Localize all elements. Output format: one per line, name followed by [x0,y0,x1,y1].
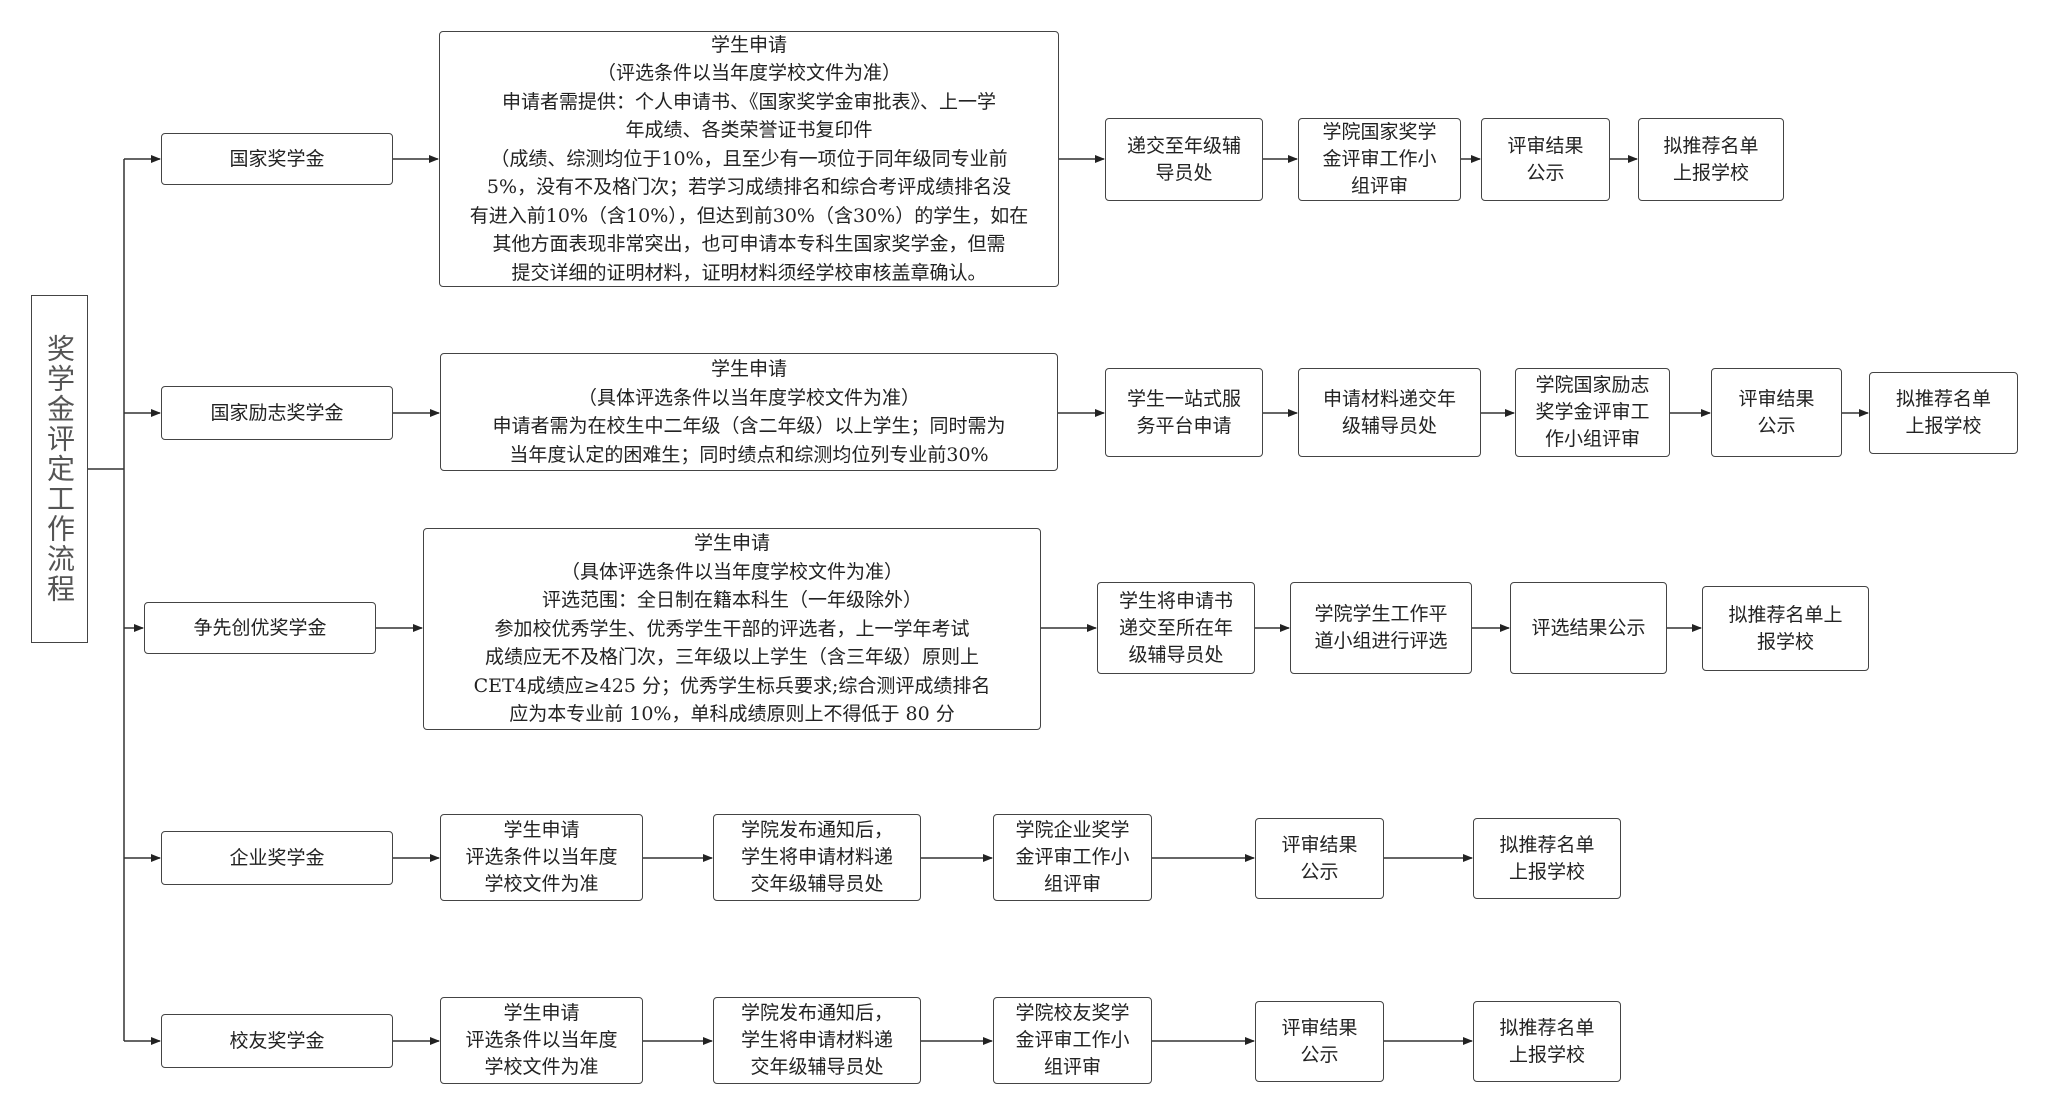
category-alumni-scholarship: 校友奖学金 [161,1014,393,1068]
step-box: 拟推荐名单 上报学校 [1869,372,2018,454]
application-box: 学生申请 （评选条件以当年度学校文件为准） 申请者需提供：个人申请书、《国家奖学… [439,31,1059,287]
step-box: 评选结果公示 [1510,582,1667,674]
step-box: 拟推荐名单上 报学校 [1702,586,1869,671]
step-box: 学院发布通知后， 学生将申请材料递 交年级辅导员处 [713,997,921,1084]
category-national-scholarship: 国家奖学金 [161,133,393,185]
step-box: 学生将申请书 递交至所在年 级辅导员处 [1097,582,1255,674]
step-box: 学院国家奖学 金评审工作小 组评审 [1298,118,1461,201]
step-box: 评审结果 公示 [1711,368,1842,457]
step-box: 递交至年级辅 导员处 [1105,118,1263,201]
step-box: 学院校友奖学 金评审工作小 组评审 [993,997,1152,1084]
step-box: 评审结果 公示 [1255,818,1384,899]
step-box: 拟推荐名单 上报学校 [1473,1001,1621,1082]
category-enterprise-scholarship: 企业奖学金 [161,831,393,885]
step-box: 学院学生工作平 道小组进行评选 [1290,582,1472,674]
step-box: 学院企业奖学 金评审工作小 组评审 [993,814,1152,901]
application-box: 学生申请 （具体评选条件以当年度学校文件为准） 申请者需为在校生中二年级（含二年… [440,353,1058,471]
step-box: 申请材料递交年 级辅导员处 [1298,368,1481,457]
application-box: 学生申请 评选条件以当年度 学校文件为准 [440,814,643,901]
step-box: 拟推荐名单 上报学校 [1473,818,1621,899]
step-box: 学院国家励志 奖学金评审工 作小组评审 [1515,368,1670,457]
step-box: 拟推荐名单 上报学校 [1638,118,1784,201]
category-excellence-scholarship: 争先创优奖学金 [144,602,376,654]
step-box: 学生一站式服 务平台申请 [1105,368,1263,457]
step-box: 学院发布通知后， 学生将申请材料递 交年级辅导员处 [713,814,921,901]
application-box: 学生申请 评选条件以当年度 学校文件为准 [440,997,643,1084]
step-box: 评审结果 公示 [1481,118,1610,201]
application-box: 学生申请 （具体评选条件以当年度学校文件为准） 评选范围：全日制在籍本科生（一年… [423,528,1041,730]
diagram-title: 奖学金评定工作流程 [31,295,88,643]
category-national-encouragement-scholarship: 国家励志奖学金 [161,386,393,440]
step-box: 评审结果 公示 [1255,1001,1384,1082]
